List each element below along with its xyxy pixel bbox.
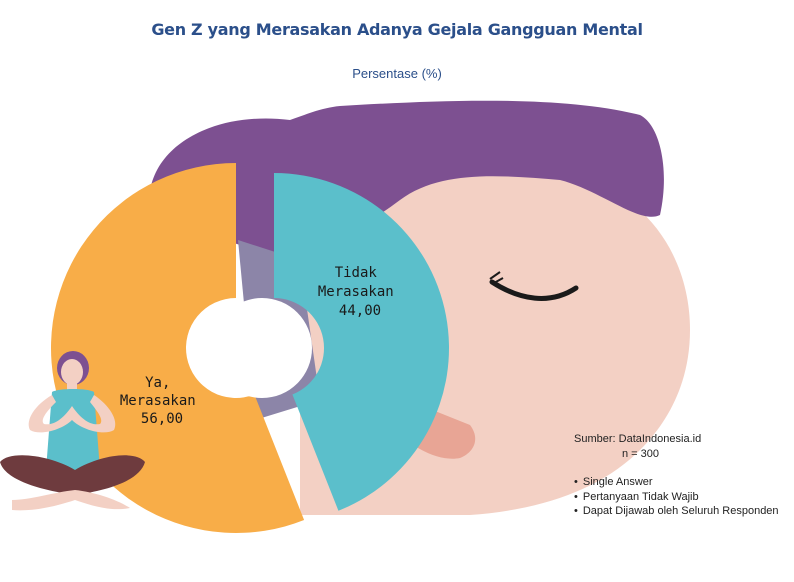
person-neck (67, 382, 77, 392)
slice-label-ya-line-1: Ya, (145, 375, 170, 391)
source-block: Sumber: DataIndonesia.id n = 300 (574, 432, 701, 462)
person-face (61, 359, 83, 385)
slice-label-tidak-merasakan: Tidak Merasakan 44,00 (318, 265, 402, 319)
notes-list: Single Answer Pertanyaan Tidak Wajib Dap… (574, 475, 779, 519)
slice-label-ya-value: 56,00 (141, 411, 183, 427)
eyelash (489, 271, 504, 284)
pie-slice-tidak-merasakan (274, 173, 449, 511)
person-torso (46, 389, 100, 470)
pie-slice-ya-merasakan (51, 163, 305, 533)
pie-slices (51, 163, 449, 533)
slice-label-tidak-line-2: Merasakan (318, 284, 394, 300)
note-item: Pertanyaan Tidak Wajib (574, 490, 779, 505)
person-feet (12, 490, 130, 511)
closed-eye (489, 279, 579, 301)
sample-size: n = 300 (622, 448, 660, 460)
person-legs (0, 455, 145, 495)
slice-label-ya-line-2: Merasakan (120, 393, 196, 409)
note-item: Dapat Dijawab oleh Seluruh Responden (574, 504, 779, 519)
slice-label-ya-merasakan: Ya, Merasakan 56,00 (120, 375, 204, 427)
meditating-person-illustration (0, 351, 145, 511)
slice-label-tidak-line-1: Tidak (335, 265, 378, 281)
note-item: Single Answer (574, 475, 779, 490)
donut-hole (212, 298, 312, 398)
person-arms (28, 395, 116, 433)
chart-title: Gen Z yang Merasakan Adanya Gejala Gangg… (151, 20, 643, 39)
chart-subtitle: Persentase (%) (352, 66, 442, 81)
source-text: Sumber: DataIndonesia.id (574, 433, 702, 445)
slice-label-tidak-value: 44,00 (339, 303, 381, 319)
